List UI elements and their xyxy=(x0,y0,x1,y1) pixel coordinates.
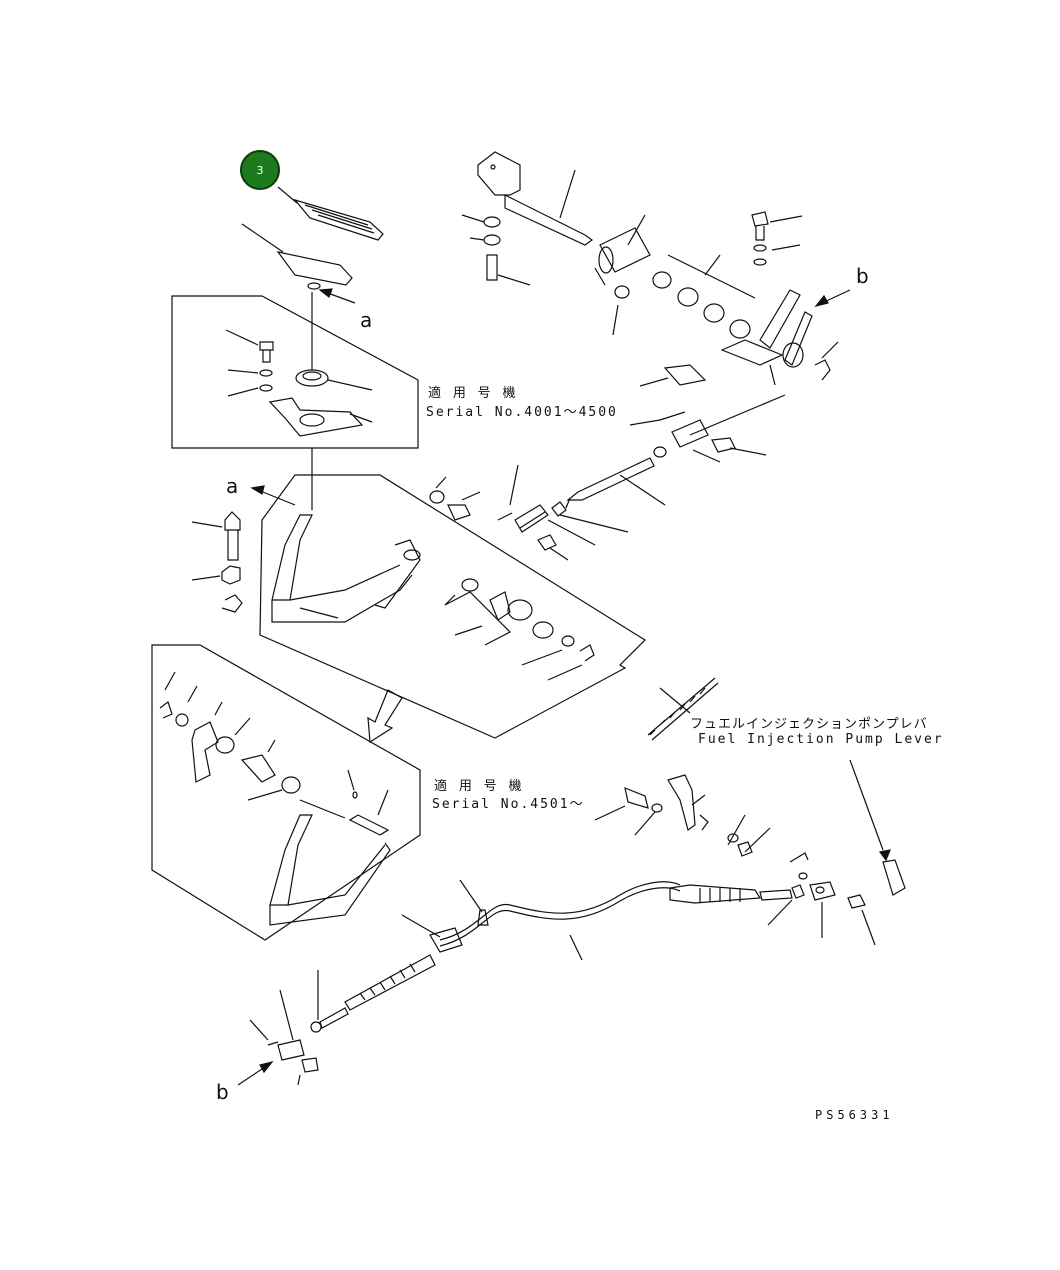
adjust-rod[interactable] xyxy=(565,457,666,509)
return-spring[interactable] xyxy=(647,677,719,741)
nut-rod[interactable] xyxy=(551,501,629,533)
pump-lever-end[interactable] xyxy=(849,759,906,896)
variant-box-lower xyxy=(151,644,421,941)
main-assembly-outline xyxy=(259,474,646,739)
nut-left[interactable] xyxy=(191,565,241,585)
plate-link[interactable] xyxy=(639,364,707,387)
arrow-a-left xyxy=(250,485,296,506)
clevis-pin[interactable] xyxy=(537,534,569,561)
cable-end-fittings[interactable] xyxy=(767,852,876,946)
serial-upper-en: Serial No.4001～4500 xyxy=(426,405,618,420)
pump-nuts[interactable] xyxy=(727,814,771,857)
shaft-bracket[interactable] xyxy=(477,151,594,246)
clevis-upper[interactable] xyxy=(629,411,767,463)
cable-end-lower[interactable] xyxy=(249,970,322,1086)
arrow-b-right xyxy=(814,289,851,308)
pedal-lever-lower[interactable] xyxy=(269,814,391,926)
label-b-right: b xyxy=(856,264,869,288)
washer-small[interactable] xyxy=(227,369,273,397)
pin-lever[interactable] xyxy=(497,464,519,521)
fuel-pump-label-en: Fuel Injection Pump Lever xyxy=(698,732,944,747)
pump-bracket[interactable] xyxy=(594,774,709,836)
bushing-group[interactable] xyxy=(444,578,595,681)
bolt-small[interactable] xyxy=(225,329,274,363)
arrow-down-hollow xyxy=(367,689,403,744)
clip-left[interactable] xyxy=(221,594,243,613)
bell-crank[interactable] xyxy=(720,289,839,386)
arrow-a-top xyxy=(318,288,356,304)
pedal-plate[interactable] xyxy=(241,223,353,290)
washer-bolt[interactable] xyxy=(429,476,481,521)
serial-upper-jp: 適 用 号 機 xyxy=(428,386,518,401)
serial-lower-en: Serial No.4501～ xyxy=(432,797,585,812)
rubber-boot[interactable] xyxy=(295,369,373,391)
label-b-bottom: b xyxy=(216,1080,229,1104)
bolt-left[interactable] xyxy=(191,511,241,561)
bushings-row[interactable] xyxy=(652,254,756,339)
drawing-id: PS56331 xyxy=(815,1108,894,1122)
fuel-pump-label-jp: フュエルインジェクションポンプレバ xyxy=(690,717,928,732)
serial-lower-jp: 適 用 号 機 xyxy=(434,779,524,794)
pedal-lever[interactable] xyxy=(271,514,421,623)
lower-parts[interactable] xyxy=(159,671,390,836)
clevis[interactable] xyxy=(514,504,596,546)
sleeve[interactable] xyxy=(594,214,651,336)
bolt-upper-right[interactable] xyxy=(751,211,803,266)
washer-bolt-upper[interactable] xyxy=(461,214,531,286)
control-cable[interactable] xyxy=(319,879,793,1029)
label-a-left: a xyxy=(226,474,239,498)
callout-number: 3 xyxy=(256,163,264,177)
callout-number-badge[interactable]: 3 xyxy=(240,150,280,190)
leader-line xyxy=(689,394,786,436)
floor-plate[interactable] xyxy=(268,397,373,437)
label-a-top: a xyxy=(360,308,373,332)
variant-box-upper xyxy=(171,295,419,449)
pedal-pad[interactable] xyxy=(277,186,384,241)
arrow-b-bottom xyxy=(237,1060,274,1086)
